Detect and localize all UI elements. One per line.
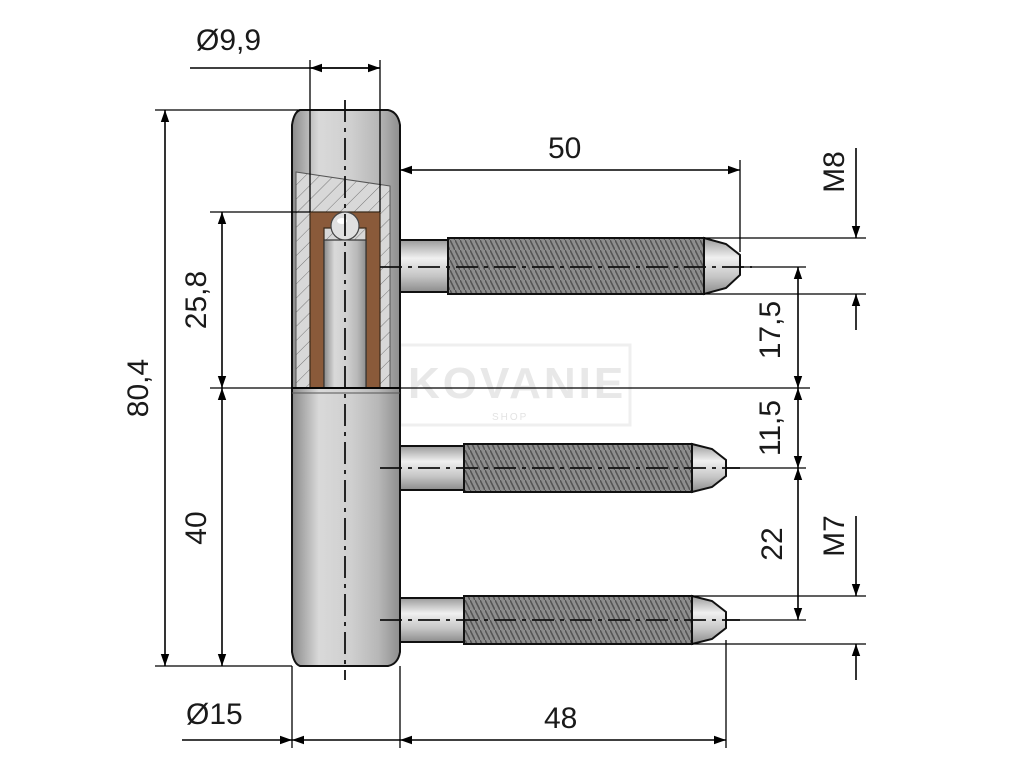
label-bottom-diameter: Ø15 bbox=[186, 698, 243, 731]
label-lower-part-height: 40 bbox=[180, 511, 213, 544]
label-upper-part-height: 25,8 bbox=[180, 271, 213, 329]
center-lines bbox=[344, 100, 752, 680]
label-lower-thread: M7 bbox=[818, 515, 851, 557]
label-upper-pin-length: 50 bbox=[548, 132, 581, 165]
label-total-height: 80,4 bbox=[122, 359, 155, 417]
watermark-sub: SHOP bbox=[492, 412, 528, 423]
lower-barrel bbox=[291, 387, 401, 667]
label-top-diameter: Ø9,9 bbox=[196, 24, 261, 57]
label-lower-pin-offset: 11,5 bbox=[754, 400, 787, 456]
dimension-lines bbox=[160, 63, 861, 745]
label-lower-pin-length: 48 bbox=[544, 702, 577, 735]
dimension-labels: Ø9,9 50 80,4 25,8 40 M8 17,5 11,5 22 M7 … bbox=[122, 24, 851, 735]
watermark: KOVANIE SHOP bbox=[398, 343, 632, 427]
label-upper-thread: M8 bbox=[818, 151, 851, 193]
upper-barrel bbox=[291, 109, 401, 389]
label-upper-pin-offset: 17,5 bbox=[754, 301, 787, 359]
label-pin-spacing: 22 bbox=[756, 527, 789, 560]
watermark-brand: KOVANIE bbox=[408, 359, 626, 408]
upper-pin bbox=[399, 236, 741, 296]
